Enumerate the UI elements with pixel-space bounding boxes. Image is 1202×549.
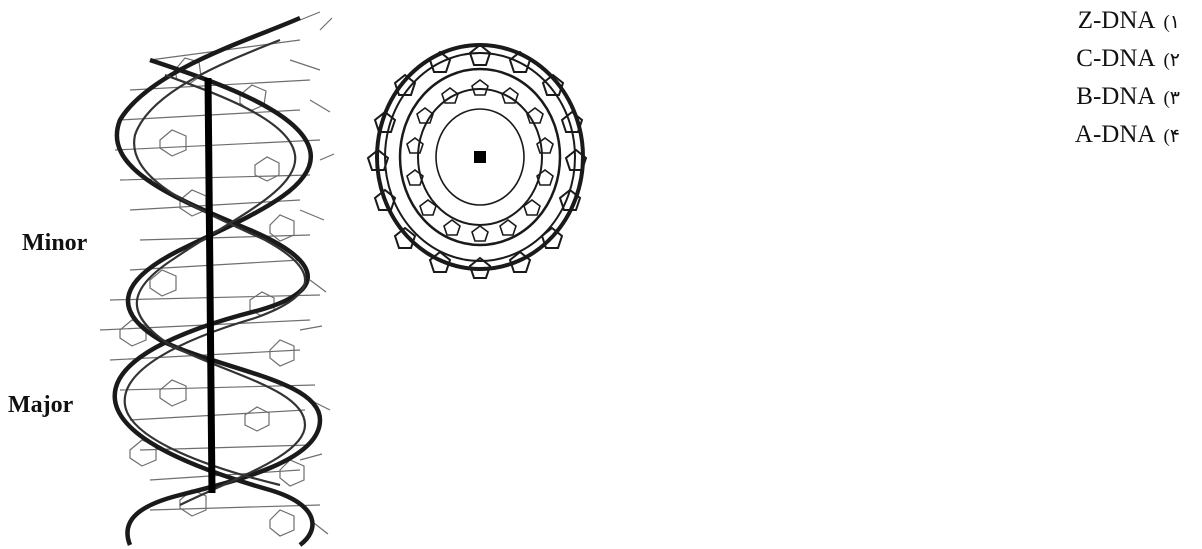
dna-helix-illustration xyxy=(0,0,600,549)
dna-figure: Minor Major xyxy=(0,0,600,549)
helix-axial-view xyxy=(368,45,586,278)
option-number: ۴) xyxy=(1163,124,1180,150)
option-number: ۲) xyxy=(1163,48,1180,74)
helix-side-view xyxy=(100,12,334,545)
answer-options: ۱) Z-DNA ۲) C-DNA ۳) B-DNA ۴) A-DNA xyxy=(1075,8,1180,150)
option-4[interactable]: ۴) A-DNA xyxy=(1075,122,1180,150)
option-3[interactable]: ۳) B-DNA xyxy=(1075,84,1180,112)
option-2[interactable]: ۲) C-DNA xyxy=(1075,46,1180,74)
option-text: B-DNA xyxy=(1076,84,1155,110)
major-groove-label: Major xyxy=(8,392,73,419)
option-text: C-DNA xyxy=(1076,46,1155,72)
option-text: Z-DNA xyxy=(1078,8,1156,34)
minor-groove-label: Minor xyxy=(22,230,87,257)
option-text: A-DNA xyxy=(1075,122,1156,148)
option-1[interactable]: ۱) Z-DNA xyxy=(1075,8,1180,36)
option-number: ۳) xyxy=(1163,86,1180,112)
option-number: ۱) xyxy=(1163,10,1180,36)
